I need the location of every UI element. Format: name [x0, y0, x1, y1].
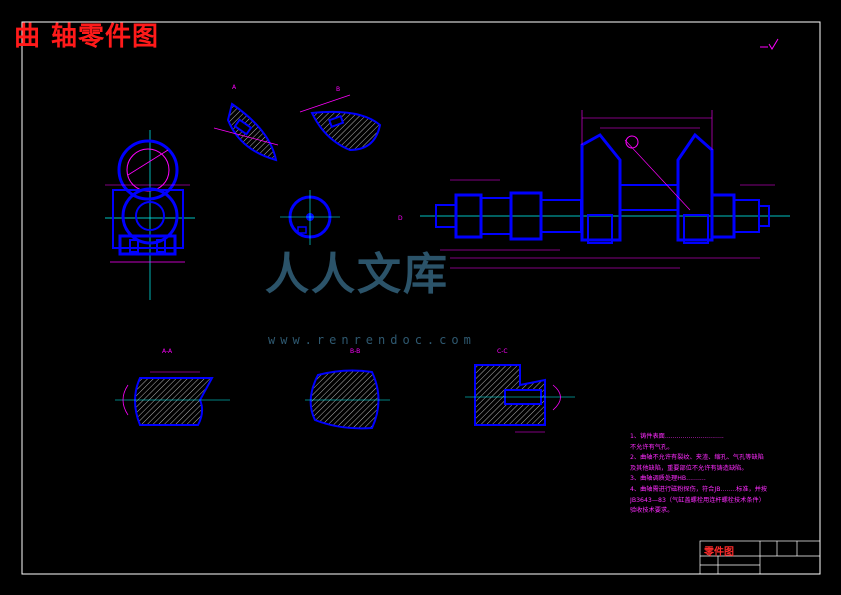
section-bb-label: B-B: [350, 348, 360, 355]
note-line: 不允许有气孔。: [630, 443, 674, 451]
title-block: [699, 540, 821, 575]
note-line: 及其他缺陷，重要部位不允许有铸造缺陷。: [630, 464, 748, 472]
section-cc: C-C: [465, 348, 575, 433]
note-line: 2、曲轴不允许有裂纹、夹渣、缩孔、气孔等缺陷: [630, 454, 764, 462]
technical-requirements: 1、铸件表面.............................. 不允许…: [630, 432, 820, 517]
section-bb: B-B: [305, 348, 390, 430]
watermark-url: www.renrendoc.com: [268, 333, 476, 347]
drawing-title: 曲 轴零件图: [14, 22, 160, 52]
note-line: 3、曲轴调质处理HB..........: [630, 475, 706, 483]
circular-view: [280, 190, 340, 245]
drawing-frame: [21, 21, 821, 575]
note-line: 1、铸件表面..............................: [630, 433, 724, 440]
view-b: B: [299, 86, 382, 152]
roughness-symbol: [760, 38, 779, 50]
note-line: 验收技术要求。: [630, 507, 674, 515]
crankshaft-main-view: D: [398, 110, 790, 269]
note-line: 4、曲轴需进行磁粉探伤，符合JB........标准，并按: [630, 485, 768, 493]
section-aa-label: A-A: [162, 348, 173, 355]
front-view: [105, 130, 195, 300]
title-block-name: 零件图: [704, 547, 734, 558]
svg-text:D: D: [398, 215, 403, 222]
note-line: JB3643—83（气缸盖螺栓用连杆螺栓技术条件）: [630, 496, 765, 504]
watermark-text: 人人文库: [265, 249, 449, 300]
section-aa: A-A: [115, 348, 230, 426]
svg-text:A: A: [232, 84, 237, 91]
view-a: A: [213, 84, 279, 162]
section-cc-label: C-C: [497, 348, 508, 355]
view-b-label: B: [336, 86, 340, 93]
